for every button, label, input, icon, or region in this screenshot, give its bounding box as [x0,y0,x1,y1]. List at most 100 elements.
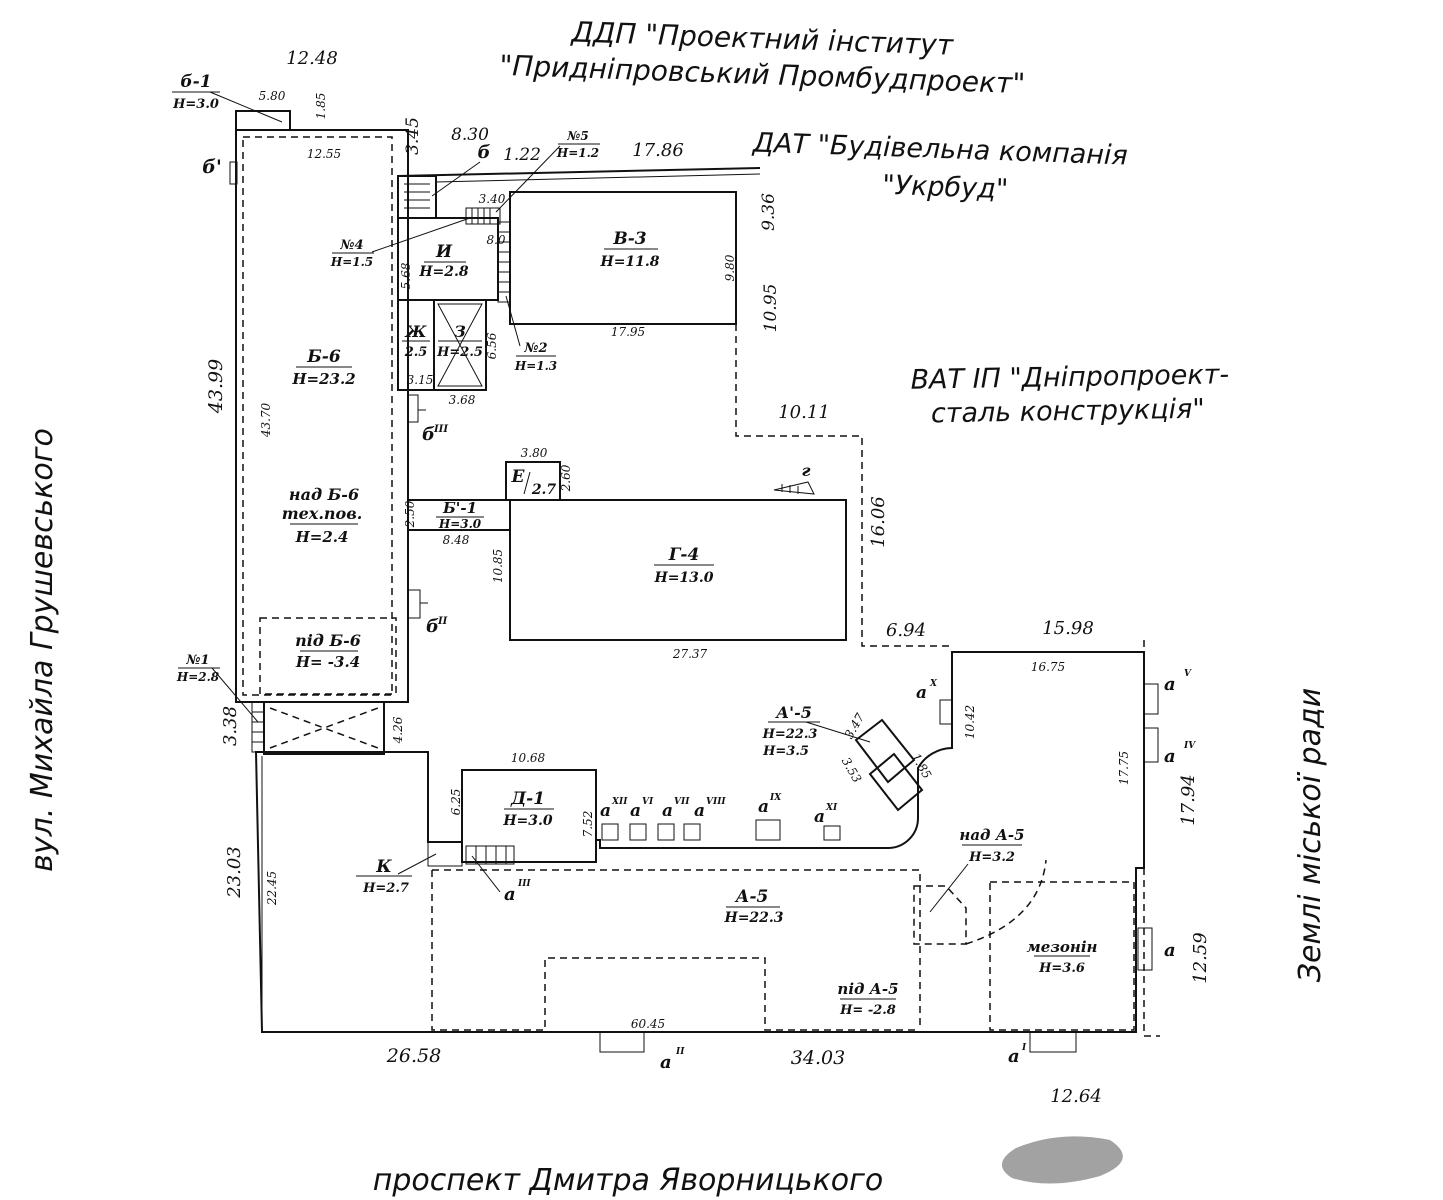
a-i-sup: I [1021,1043,1027,1053]
b6-over-height: Н=2.4 [295,528,349,546]
dim-6-94: 6.94 [886,620,926,641]
a-x-sup: X [929,679,938,689]
dimension-labels: 12.48 5.80 1.85 12.55 3.45 8.30 1.22 17.… [205,48,1211,1107]
e-slash [523,471,531,495]
dim-8-30: 8.30 [451,125,489,145]
dim-43-70: 43.70 [259,402,273,438]
entrance-b-iii-sup: III [433,424,448,435]
entrance-g-label: г [802,461,811,480]
dim-60-45: 60.45 [631,1017,665,1031]
building-e: Е 2.7 [505,461,561,501]
a-vii-sup: VII [674,797,690,807]
dim-15-98: 15.98 [1042,618,1094,639]
a5-over-leader [929,863,969,913]
i-height: Н=2.8 [418,264,469,280]
zh-height: 2.5 [404,345,428,360]
entrance-b-prime-label: б' [202,156,222,178]
a5-label: А-5 [734,887,769,907]
a5-inner-dashed [431,869,921,1031]
buildings-zh-z: Ж 2.5 З Н=2.5 [397,299,487,391]
a5prime-body2 [868,752,924,812]
dim-4-26: 4.26 [391,716,405,744]
dim-17-95: 17.95 [611,325,645,339]
building-b1prime: Б'-1 Н=3.0 [407,499,511,531]
stair-n5-height: Н=1.2 [556,146,599,160]
dim-26-58: 26.58 [386,1045,441,1067]
e-label: Е [511,467,526,487]
a-i-label: а [1008,1046,1020,1067]
street-east: Землі міської ради [1293,688,1328,983]
a-main-icon [1137,927,1153,971]
dim-10-95: 10.95 [761,284,781,333]
stair-n4-height: Н=1.5 [330,255,373,269]
entrance-b-prime-icon [229,161,238,185]
stair-n4: №4 Н=1.5 [330,207,501,269]
a-xii-sup: XII [611,797,628,807]
dim-8-0: 8.0 [486,233,505,247]
stair-n4-leader [371,217,471,253]
dim-8-48: 8.48 [443,533,470,547]
a-x-label: а [916,683,927,703]
k-leader [397,853,437,875]
a-vi-sup: VI [642,797,654,807]
stair-b-outline [397,175,437,219]
g4-site-boundary [735,324,950,647]
a-xi-label: а [814,807,825,827]
ukrbud-line1: ДАТ "Будівельна компанія [751,127,1128,171]
dim-5-68: 5.68 [399,262,413,289]
e-height: 2.7 [531,482,557,498]
dim-43-99: 43.99 [205,359,227,414]
dim-17-86: 17.86 [632,140,684,161]
d1-label: Д-1 [510,789,545,809]
a5prime-height1: Н=22.3 [762,727,818,742]
z-label: З [454,322,466,341]
a-iv-label: а [1164,746,1176,767]
a5-under-height: Н= -2.8 [839,1003,896,1018]
dim-3-68: 3.68 [449,393,476,407]
a-iii-label: а [504,884,516,905]
dim-3-40: 3.40 [479,192,506,206]
a-iii-sup: III [517,879,531,889]
dim-3-47: 3.47 [842,711,868,741]
a-ii-icon [599,1031,645,1053]
mezzanine-height: Н=3.6 [1038,961,1085,976]
z-height: Н=2.5 [436,345,483,360]
dim-10-68: 10.68 [511,751,546,765]
v3-height: Н=11.8 [599,254,659,270]
street-west: вул. Михайла Грушевського [25,428,60,872]
neighbor-labels: ДДП "Проектний інститут "Придніпровський… [499,15,1229,429]
dim-17-75: 17.75 [1117,751,1131,785]
g4-height: Н=13.0 [653,570,713,586]
north-fence2 [435,173,761,183]
dim-12-64: 12.64 [1050,1086,1102,1107]
a-viii-sup: VIII [706,797,726,807]
stair-n1-label: №1 [185,653,209,668]
street-labels: вул. Михайла Грушевського проспект Дмитр… [25,428,1328,1198]
stair-n2-height: Н=1.3 [514,359,557,373]
a-x-icon [939,699,953,725]
b6-basement-dashed [259,617,397,695]
a-xii-label: а [600,801,611,821]
a5-under-label: під А-5 [837,980,898,998]
building-a5: А-5 Н=22.3 над А-5 Н=3.2 під А-5 Н= -2.8… [254,651,1145,1033]
a-v-sup: V [1184,669,1192,679]
a-vii-label: а [662,801,673,821]
a-ii-sup: II [675,1047,685,1057]
street-south: проспект Дмитра Яворницького [373,1163,883,1198]
building-b6: Б-6 Н=23.2 над Б-6 тех.пов. Н=2.4 під Б-… [235,129,409,703]
a-v-icon [1143,683,1159,715]
entrance-b-ii-label: б [426,616,439,637]
dim-17-94: 17.94 [1178,774,1199,826]
a5prime-body [854,718,916,784]
a-ix-label: а [758,797,769,817]
a-ix-icon [755,819,781,841]
entrance-b-iii-label: б [422,424,435,445]
entrance-b-ii-icon [408,589,428,619]
a-iv-sup: IV [1183,741,1196,751]
a-iv-icon [1143,727,1159,763]
a5-height: Н=22.3 [723,910,783,926]
dim-10-42: 10.42 [963,705,977,739]
b6-label: Б-6 [306,347,341,367]
a5-over-label: над А-5 [959,826,1024,844]
